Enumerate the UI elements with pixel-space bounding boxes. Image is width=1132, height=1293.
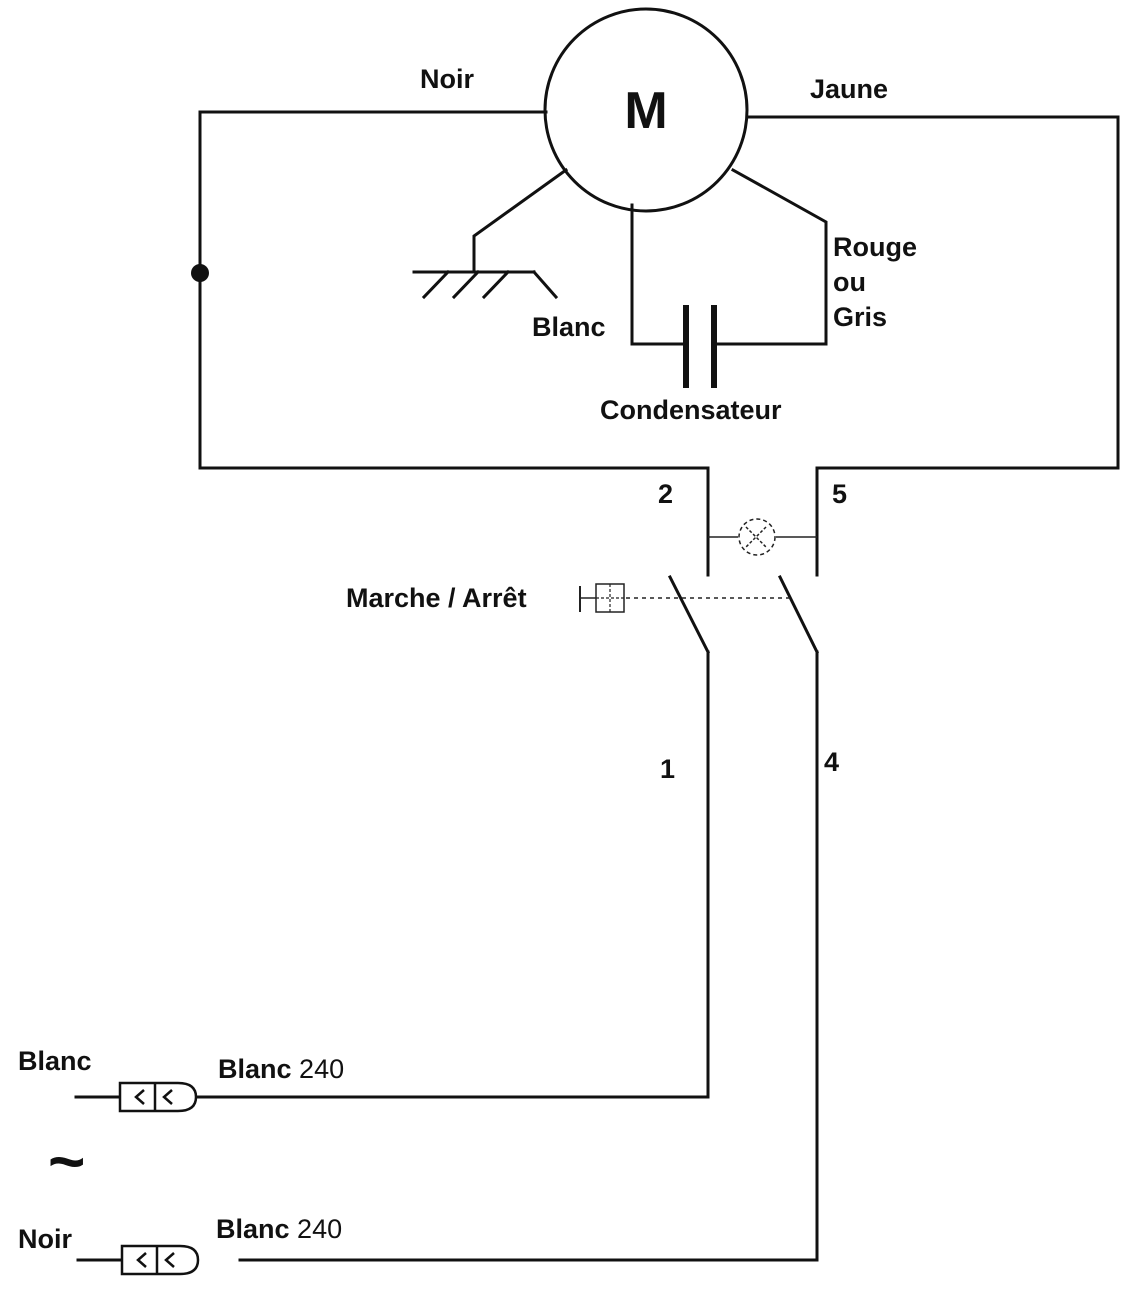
switch-label: Marche / Arrêt — [346, 583, 527, 613]
supply-neutral-label: Noir — [18, 1224, 72, 1254]
wire-rouge-gris — [712, 167, 828, 346]
plug-top-voltage: 240 — [299, 1054, 344, 1084]
plug-top-icon — [74, 1081, 198, 1113]
plug-bottom-label: Blanc 240 — [216, 1214, 342, 1244]
wire-supply-1 — [194, 650, 710, 1099]
plug-top-wire: Blanc — [218, 1054, 292, 1084]
ground-icon — [412, 269, 559, 300]
label-jaune: Jaune — [810, 74, 888, 104]
wire-noir — [198, 110, 710, 577]
plug-top-label: Blanc 240 — [218, 1054, 344, 1084]
capacitor-icon — [683, 305, 717, 388]
motor: M — [543, 7, 749, 213]
wire-supply-4 — [238, 650, 819, 1262]
label-ou: ou — [833, 267, 866, 297]
supply-phase-label: Blanc — [18, 1046, 92, 1076]
label-blanc-motor: Blanc — [532, 312, 606, 342]
junction-dot — [191, 264, 209, 282]
label-condensateur: Condensateur — [600, 395, 782, 425]
switch-icon — [579, 574, 820, 655]
wire-ground — [472, 167, 569, 274]
motor-symbol: M — [624, 82, 667, 140]
terminal-4: 4 — [824, 747, 839, 777]
indicator-lamp-icon — [708, 518, 817, 556]
plug-bottom-wire: Blanc — [216, 1214, 290, 1244]
label-gris: Gris — [833, 302, 887, 332]
label-noir-top: Noir — [420, 64, 474, 94]
label-rouge: Rouge — [833, 232, 917, 262]
wire-jaune — [745, 115, 1120, 577]
terminal-2: 2 — [658, 479, 673, 509]
terminal-1: 1 — [660, 754, 675, 784]
terminal-5: 5 — [832, 479, 847, 509]
motor-circle — [543, 7, 749, 213]
plug-bottom-icon — [76, 1244, 200, 1276]
wire-blanc-motor — [630, 203, 688, 346]
plug-bottom-voltage: 240 — [297, 1214, 342, 1244]
ac-symbol: ~ — [48, 1125, 85, 1197]
